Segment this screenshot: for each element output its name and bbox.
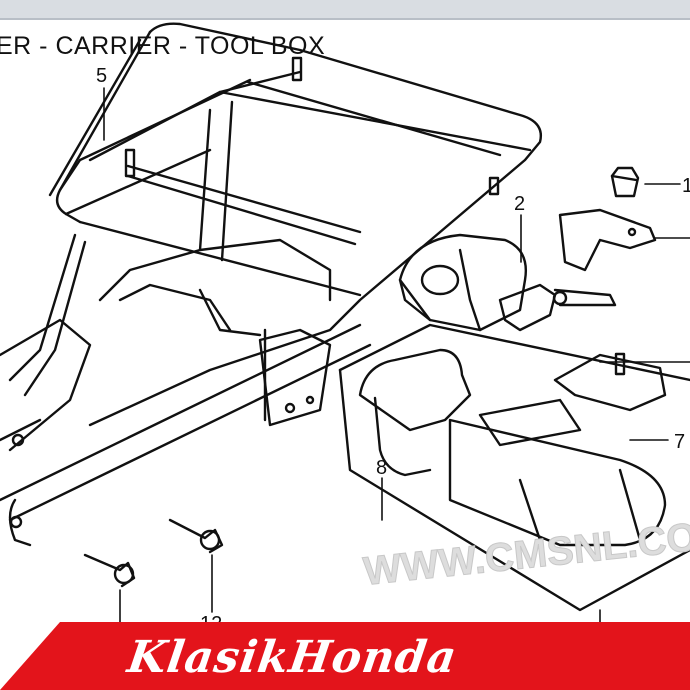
callout-5: 5 <box>96 65 107 87</box>
diagram-title: ER - CARRIER - TOOL BOX <box>0 32 326 60</box>
bolts <box>83 518 224 588</box>
top-bar <box>0 0 690 18</box>
rear-carrier-rack <box>0 22 542 547</box>
watermark-text: WWW.CMSNL.COM <box>361 512 690 594</box>
nut-and-bracket <box>558 166 657 272</box>
callout-8: 8 <box>376 457 387 479</box>
key-lock-set <box>398 233 617 332</box>
callout-2: 2 <box>514 193 525 215</box>
top-bar-divider <box>0 18 690 20</box>
brand-logo-text: KlasikHonda <box>124 632 461 683</box>
callout-7: 7 <box>674 431 685 453</box>
brand-banner <box>0 622 690 690</box>
callout-1: 1 <box>682 175 690 197</box>
leader-lines <box>103 87 690 626</box>
